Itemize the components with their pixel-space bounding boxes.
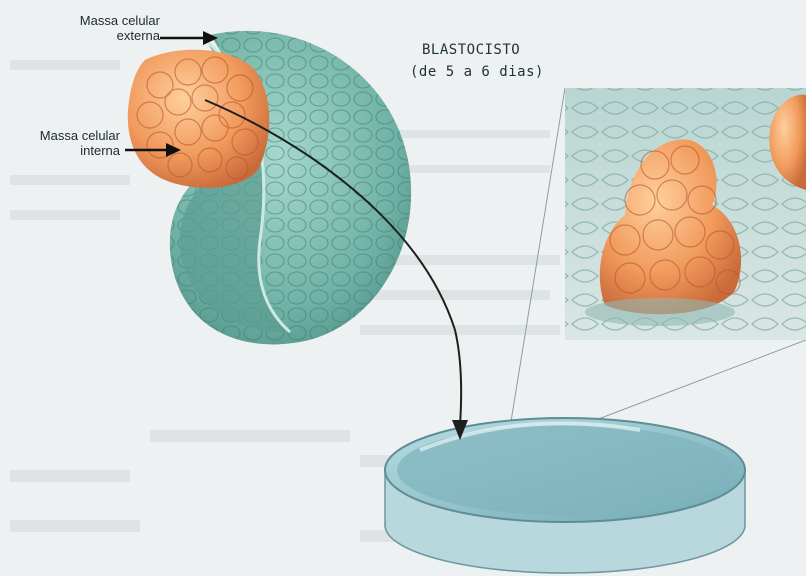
label-inner-mass-line2: interna [8,143,120,158]
magnified-inset [508,88,806,445]
petri-dish [385,418,745,573]
label-outer-mass-line1: Massa celular [52,13,160,28]
blastocyst [128,31,411,344]
title-line2: (de 5 a 6 dias) [410,64,544,80]
diagram-title: BLASTOCISTO (de 5 a 6 dias) [410,42,544,80]
label-outer-mass: Massa celular externa [52,13,160,43]
label-outer-mass-line2: externa [52,28,160,43]
label-inner-mass: Massa celular interna [8,128,120,158]
label-inner-mass-line1: Massa celular [8,128,120,143]
title-line1: BLASTOCISTO [422,42,544,58]
